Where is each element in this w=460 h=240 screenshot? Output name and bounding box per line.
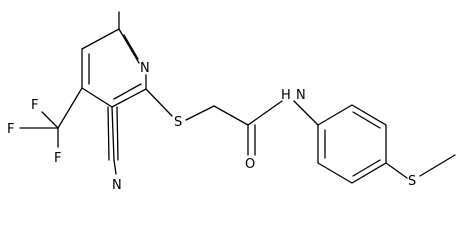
bond (247, 100, 283, 126)
atom-label-carbonyl-o: O (245, 157, 255, 172)
bond (213, 105, 249, 126)
bond (113, 159, 117, 175)
atom-label-f-top: F (31, 98, 38, 113)
bond (123, 34, 139, 60)
bond (351, 162, 387, 184)
bond (81, 87, 113, 108)
bond (111, 88, 147, 108)
bond (317, 162, 353, 184)
atom-label-pyridine-n: N (140, 61, 150, 76)
bond (419, 154, 456, 177)
bond (145, 88, 173, 117)
atom-label-f-left: F (7, 122, 14, 137)
atom-label-f-bottom: F (54, 151, 61, 166)
bond (57, 87, 83, 129)
bond (185, 105, 215, 121)
molecule-structure: N S H N O S N F F F (7, 11, 456, 193)
bond (116, 106, 119, 161)
bond (118, 28, 140, 64)
bond (351, 104, 387, 126)
atom-label-methylthio-s: S (408, 174, 416, 189)
bond (111, 106, 115, 161)
bond (352, 111, 381, 129)
atom-label-thioether-s: S (174, 115, 182, 130)
atom-label-amide-h: H (281, 88, 291, 103)
bond (81, 28, 120, 50)
atom-label-amide-n: N (296, 88, 306, 103)
bond (113, 83, 142, 100)
bond (107, 106, 110, 161)
atom-label-nitrile-n: N (112, 178, 122, 193)
bond (385, 162, 408, 179)
bond (293, 100, 319, 126)
bond (352, 159, 381, 177)
bond (317, 104, 353, 126)
bond (41, 111, 59, 129)
